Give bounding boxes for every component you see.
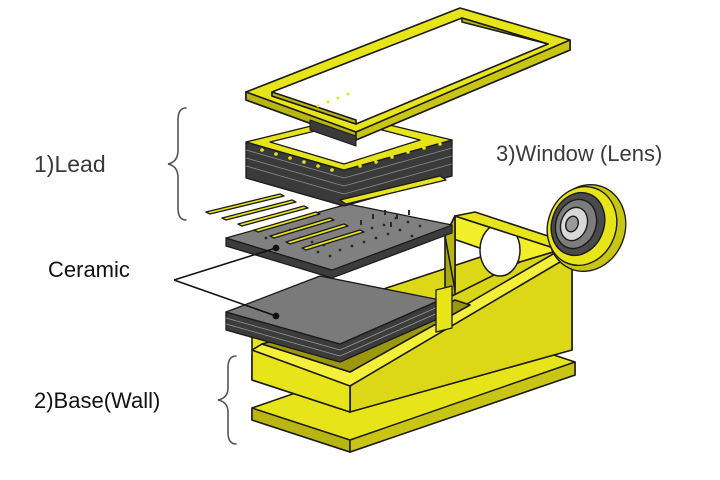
curly-brace-icon xyxy=(167,107,187,221)
window-lens-label: 3)Window (Lens) xyxy=(496,141,662,166)
ceramic-lower-plate xyxy=(225,275,453,363)
top-lid-frame xyxy=(245,7,571,147)
ceramic-upper-plate xyxy=(225,203,453,279)
ceramic-pointer-lines xyxy=(173,244,280,320)
curly-brace-icon xyxy=(217,355,237,445)
base-wall-label: 2)Base(Wall) xyxy=(34,388,160,413)
ceramic-label: Ceramic xyxy=(48,257,130,282)
lens-icon xyxy=(546,183,627,273)
lead-label: 1)Lead xyxy=(34,151,106,177)
